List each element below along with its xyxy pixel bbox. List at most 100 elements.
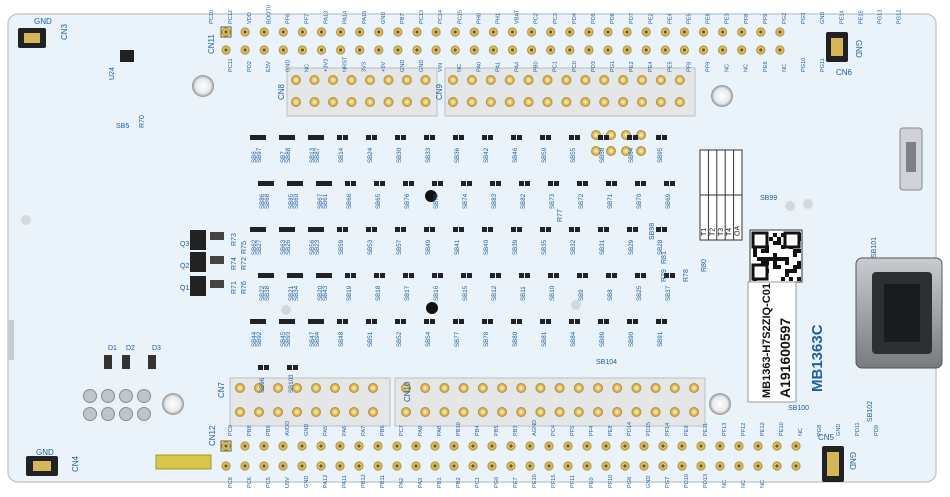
cn8-pin	[365, 97, 375, 107]
solder-bridge-pad	[635, 273, 640, 278]
bottom-header-label: PF14	[665, 423, 671, 436]
cn8-pin	[309, 97, 320, 107]
cn8-pin	[420, 75, 431, 85]
cn10-pin	[420, 383, 431, 393]
solder-bridge-label: SB23	[314, 239, 321, 255]
solder-bridge-label: SB45	[280, 331, 287, 347]
solder-bridge-pad	[664, 273, 669, 278]
solder-bridge-pad	[287, 181, 292, 186]
top-header-label-inner: PA4	[515, 62, 521, 72]
bottom-row1-pin-hole	[414, 444, 418, 448]
solder-bridge-label: SB46	[512, 147, 519, 163]
bottom-row1-pin-hole	[300, 444, 304, 448]
bottom-header-label-outer: PC1	[475, 477, 481, 488]
solder-bridge-pad	[351, 273, 356, 278]
solder-bridge-pad	[488, 227, 493, 232]
top-header-label: PC13	[419, 10, 425, 24]
solder-bridge-pad	[517, 135, 522, 140]
solder-bridge-label: SB65	[375, 193, 382, 209]
top-row1-pin-hole	[262, 30, 266, 34]
qr-module	[781, 233, 785, 237]
bottom-row1-pin-hole	[547, 444, 551, 448]
bottom-row2-pin-hole	[471, 464, 475, 468]
bottom-row1-pin-hole	[642, 444, 646, 448]
solder-bridge-pad	[321, 273, 326, 278]
bottom-row1-pin-hole	[718, 444, 722, 448]
bottom-row1-pin-hole	[566, 444, 570, 448]
top-header-label-inner: PD2	[247, 61, 253, 72]
solder-bridge-pad	[395, 227, 400, 232]
bottom-header-label: PE10	[779, 422, 785, 436]
cn9-pin	[674, 75, 685, 85]
solder-bridge-pad	[319, 319, 324, 324]
top-row2-pin-hole	[606, 48, 610, 52]
solder-bridge-pad	[627, 319, 632, 324]
top-header-label: PC3	[553, 13, 559, 24]
top-row1-pin-hole	[778, 30, 782, 34]
solder-bridge-label: SB58	[599, 147, 606, 163]
top-header-label: PD4	[572, 13, 578, 24]
cn7-pin	[349, 383, 359, 393]
cn7-pin	[330, 383, 340, 393]
top-header-label-inner: +3V3	[324, 59, 330, 72]
top-row2-pin-hole	[568, 48, 572, 52]
top-row1-pin-hole	[606, 30, 610, 34]
solder-bridge-pad	[279, 135, 284, 140]
bottom-row2-pin-hole	[699, 464, 703, 468]
solder-bridge-pad	[583, 273, 588, 278]
top-row1-pin-hole	[415, 30, 419, 34]
bottom-header-label-outer: NC	[760, 480, 766, 488]
top-row1-pin-hole	[319, 30, 324, 34]
bottom-row1-pin-hole	[338, 444, 342, 448]
bottom-row2-pin-hole	[737, 464, 741, 468]
usb-c-connector	[855, 257, 943, 369]
top-header-label-inner: NC	[744, 64, 750, 72]
bottom-header-label-outer: GND	[304, 476, 310, 488]
bottom-header-label-outer: PA2	[399, 478, 405, 488]
top-row2-pin-hole	[319, 48, 324, 52]
edge-pad	[8, 320, 14, 360]
solder-bridge-label: SB10	[549, 285, 556, 301]
solder-bridge-pad	[255, 227, 260, 232]
solder-bridge-pad	[284, 319, 289, 324]
solder-bridge-label: SB83	[491, 193, 498, 209]
cn10-pin	[593, 383, 603, 393]
bottom-header-label-outer: PG0	[494, 477, 500, 488]
cn7-pin	[254, 383, 264, 393]
solder-bridge-pad	[284, 227, 289, 232]
solder-bridge-pad	[292, 273, 297, 278]
test-pad	[21, 215, 31, 225]
solder-bridge-pad	[337, 227, 342, 232]
qr-finder	[751, 231, 769, 249]
solder-bridge-pad	[430, 135, 435, 140]
solder-bridge-pad	[430, 227, 435, 232]
top-row1-pin-hole	[491, 30, 495, 34]
cn10-pin	[689, 383, 699, 393]
top-header-label-inner: PE6	[763, 61, 769, 72]
solder-bridge-pad	[635, 181, 640, 186]
solder-bridge-label: SB95	[657, 147, 664, 163]
bottom-header-label: PB3	[513, 425, 519, 436]
solder-bridge-pad	[583, 181, 588, 186]
bottom-header-label: PD14	[627, 422, 633, 436]
solder-bridge-label: SB69	[665, 193, 672, 209]
solder-bridge-pad	[374, 181, 379, 186]
solder-bridge-label: SB20	[317, 285, 324, 301]
label-line1: MB1363-H7S2ZIQ-C01	[761, 283, 773, 398]
bottom-header-label: PB10	[456, 422, 462, 436]
solder-bridge-label: SB48	[338, 331, 345, 347]
bottom-row2-pin-hole	[718, 464, 722, 468]
solder-bridge-pad	[598, 135, 603, 140]
label-cn5: CN5	[818, 433, 835, 442]
solder-bridge-pad	[662, 227, 667, 232]
solder-bridge-pad	[575, 135, 580, 140]
solder-bridge-label: SB74	[462, 193, 469, 209]
solder-bridge-label: SB13	[309, 147, 316, 163]
top-header-label: PH1	[496, 13, 502, 24]
bottom-header-label-outer: PG6	[627, 477, 633, 488]
check-label: T1	[701, 228, 708, 236]
top-row1-pin-hole	[701, 30, 706, 34]
bottom-row2-pin-hole	[604, 464, 608, 468]
solder-bridge-pad	[261, 319, 266, 324]
cn7-housing	[229, 377, 391, 427]
